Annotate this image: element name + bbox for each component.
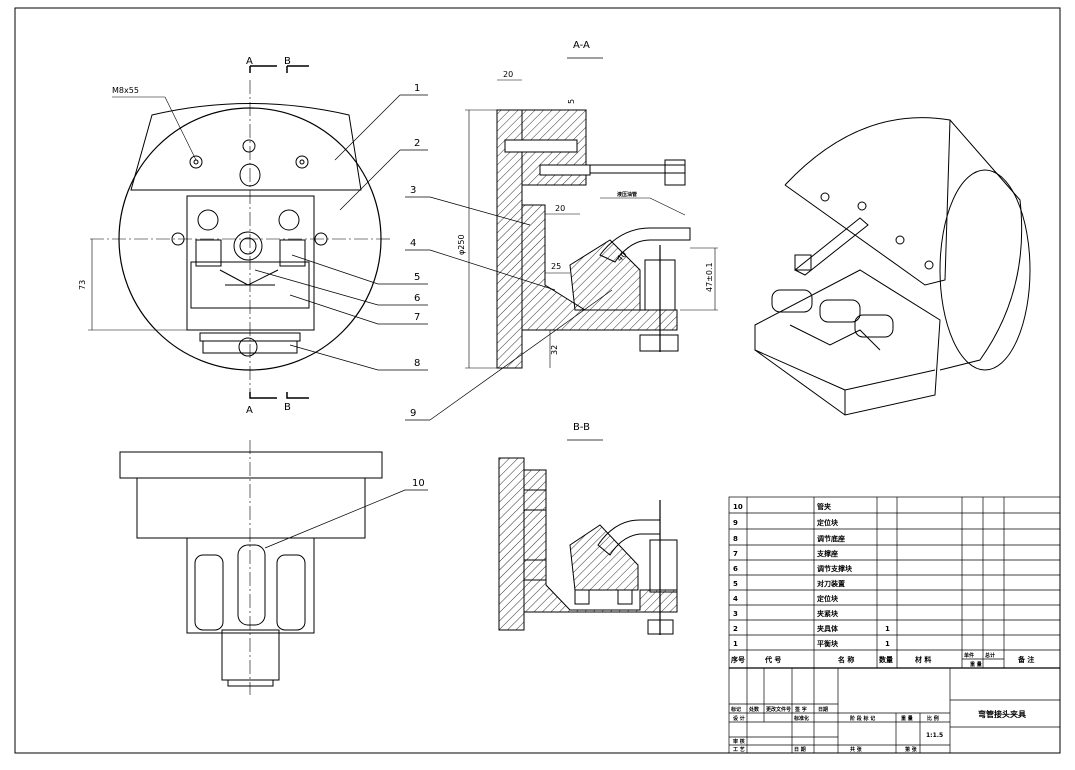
dim-47: 47±0.1 [705, 262, 714, 292]
balloons-front [254, 94, 428, 371]
tb-sheet-of: 第 张 [905, 746, 918, 753]
bom-header-total: 总计 [985, 652, 995, 659]
bom-name-9: 定位块 [817, 518, 839, 527]
balloon-2: 2 [414, 138, 420, 149]
bom-no-5: 5 [733, 580, 738, 588]
gas-note: 液压油管 [617, 191, 637, 198]
tb-standard: 标准化 [793, 715, 809, 722]
bom-header-remark: 备 注 [1017, 655, 1034, 664]
tb-design: 设 计 [733, 715, 745, 722]
dim-20-mid: 20 [555, 204, 565, 213]
dim-32: 32 [550, 345, 559, 355]
title-block [729, 668, 1060, 753]
cut-b-bottom: B [284, 402, 291, 413]
tb-count: 处数 [748, 706, 760, 713]
dim-25: 25 [551, 262, 561, 271]
bom-rows: 10 管夹 9 定位块 8 调节底座 7 支撑座 6 调节支撑块 5 对刀装置 … [730, 502, 1034, 668]
bom-name-7: 支撑座 [816, 549, 838, 558]
bom-header-name: 名 称 [838, 655, 854, 664]
bom-qty-2: 1 [885, 625, 890, 633]
tb-ratio: 比 例 [927, 715, 939, 722]
tb-approve: 日 期 [794, 746, 806, 753]
balloon-10: 10 [412, 478, 425, 489]
bom-name-6: 调节支撑块 [817, 564, 853, 573]
balloons-section [264, 196, 613, 549]
tb-craft: 工 艺 [733, 746, 745, 753]
tb-scale: 1:1.5 [926, 732, 943, 739]
tb-mark: 标记 [730, 706, 741, 713]
bom-header-material: 材 料 [914, 655, 931, 664]
bom-header-single: 单件 [964, 652, 974, 659]
bom-no-2: 2 [733, 625, 738, 633]
bom-name-8: 调节底座 [817, 534, 845, 543]
balloon-7: 7 [414, 312, 420, 323]
bom-no-6: 6 [733, 565, 738, 573]
bom-no-4: 4 [733, 595, 738, 603]
tb-doc: 更改文件号 [766, 706, 791, 713]
bom-name-1: 平衡块 [817, 639, 839, 648]
dim-73: 73 [78, 280, 87, 290]
bom-no-1: 1 [733, 640, 738, 648]
bom-no-8: 8 [733, 535, 738, 543]
balloon-5: 5 [414, 272, 420, 283]
balloon-4: 4 [410, 238, 416, 249]
bom-header-code: 代 号 [764, 655, 781, 664]
section-aa: A-A 20 5 20 25 φ250 47±0.1 32 40 [457, 40, 718, 369]
balloon-3: 3 [410, 185, 416, 196]
bom-name-3: 夹紧块 [817, 609, 839, 618]
tb-date: 日期 [818, 706, 828, 713]
balloon-6: 6 [414, 293, 420, 304]
bom-no-7: 7 [733, 550, 738, 558]
section-bb: B-B [498, 422, 678, 635]
bom-name-5: 对刀装置 [817, 579, 845, 588]
bom-no-3: 3 [733, 610, 738, 618]
balloon-8: 8 [414, 358, 420, 369]
title-block-text: 弯管接头夹具 标记 处数 更改文件号 签 字 日期 设 计 标准化 阶 段 标 … [730, 706, 1026, 753]
cut-b-top: B [284, 56, 291, 67]
section-aa-label: A-A [573, 40, 590, 51]
tb-sheets: 共 张 [850, 746, 863, 753]
bom-header-weight: 重 量 [970, 661, 982, 668]
dim-250: φ250 [457, 234, 466, 255]
tb-weight: 重 量 [901, 715, 913, 722]
bom-header-qty: 数量 [879, 655, 893, 664]
balloon-9: 9 [410, 408, 416, 419]
bom-name-4: 定位块 [817, 594, 839, 603]
dim-20-top: 20 [503, 70, 513, 79]
bom-qty-1: 1 [885, 640, 890, 648]
cut-a-bottom: A [246, 405, 253, 416]
balloon-1: 1 [414, 83, 420, 94]
tb-sign: 签 字 [794, 706, 807, 713]
bolt-note: M8x55 [112, 86, 139, 95]
top-view [119, 440, 383, 695]
isometric-view [754, 117, 1031, 416]
bom-name-2: 夹具体 [817, 624, 839, 633]
tb-stage: 阶 段 标 记 [850, 715, 875, 722]
title: 弯管接头夹具 [978, 709, 1026, 719]
bom-no-9: 9 [733, 519, 738, 527]
tb-review: 审 核 [733, 738, 745, 745]
bom-header-no: 序号 [730, 655, 745, 664]
dim-5: 5 [567, 99, 576, 104]
cut-a-top: A [246, 56, 253, 67]
front-view: 73 M8x55 A B A B [78, 56, 390, 416]
section-bb-label: B-B [573, 422, 590, 433]
bom-no-10: 10 [733, 503, 743, 511]
bom-name-10: 管夹 [817, 502, 831, 511]
bom-table [728, 496, 1061, 754]
outer-border [14, 7, 1061, 754]
